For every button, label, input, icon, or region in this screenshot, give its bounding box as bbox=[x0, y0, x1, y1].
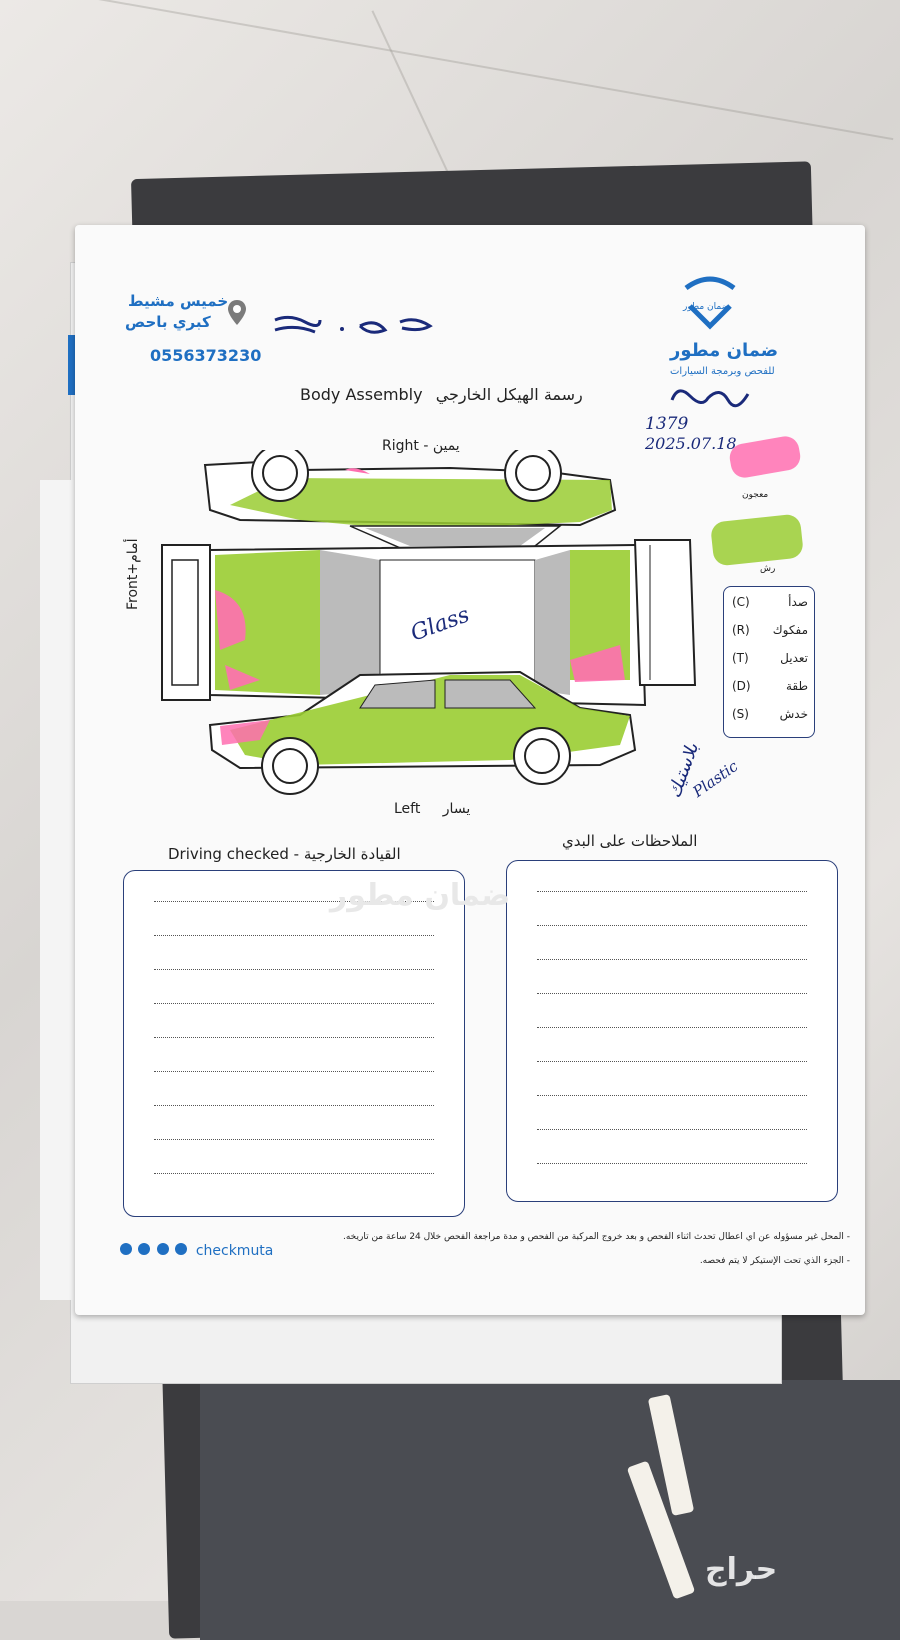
redacted-scribble bbox=[274, 315, 433, 334]
left-label: Left bbox=[394, 801, 421, 817]
instagram-icon bbox=[156, 1243, 169, 1255]
tiktok-icon bbox=[175, 1243, 188, 1255]
form-title-en: Body Assembly bbox=[300, 385, 423, 404]
location-pin-icon bbox=[228, 300, 246, 325]
legend-item: (D) طقة bbox=[732, 679, 808, 693]
form-title-row: Body Assembly رسمة الهيكل الخارجي bbox=[300, 385, 583, 404]
front-label: Front+أمام bbox=[125, 538, 141, 610]
form-title: رسمة الهيكل الخارجي bbox=[435, 385, 583, 404]
clipboard-base bbox=[200, 1380, 900, 1640]
snapchat-icon bbox=[138, 1243, 151, 1255]
form-watermark: ضمان مطور bbox=[330, 878, 511, 913]
company-logo-icon bbox=[684, 276, 736, 330]
footer-brand: checkmuta bbox=[195, 1243, 274, 1259]
signature-scribble bbox=[670, 389, 750, 408]
car-right-side bbox=[203, 450, 617, 551]
car-top-view bbox=[161, 539, 697, 707]
remarks-title: الملاحظات على البدي bbox=[562, 832, 698, 850]
remarks-notes-box[interactable] bbox=[506, 860, 838, 1202]
car-body-diagram bbox=[161, 450, 697, 795]
driving-notes-box[interactable] bbox=[123, 870, 465, 1217]
company-city: خميس مشيط bbox=[128, 292, 229, 310]
company-location: كبري باحص bbox=[125, 313, 211, 331]
legend-item: (T) تعديل bbox=[732, 651, 808, 665]
haraj-watermark: حراج bbox=[705, 1552, 778, 1587]
left-label-row: Left يسار bbox=[394, 801, 470, 817]
company-name: ضمان مطور bbox=[670, 340, 779, 361]
handwritten-date: 2025.07.18 bbox=[645, 434, 737, 453]
driving-title: Driving checked - القيادة الخارجية bbox=[168, 845, 401, 863]
legend-item: (S) خدش bbox=[732, 707, 808, 721]
handwritten-number: 1379 bbox=[645, 414, 689, 434]
right-label: Right - يمين bbox=[382, 438, 460, 454]
logo-small-text: ضمان مطور bbox=[683, 302, 730, 312]
twitter-icon bbox=[120, 1243, 132, 1255]
damage-legend: (C) صدأ (R) مفكوك (T) تعديل (D) طقة (S) … bbox=[723, 586, 815, 738]
marker-green-label: رش bbox=[760, 564, 776, 574]
car-left-side bbox=[208, 670, 637, 795]
marker-pink-label: معجون bbox=[742, 490, 769, 500]
footer-note-1: - المحل غير مسؤوله عن اي اعطال تحدث اثنا… bbox=[343, 1232, 850, 1242]
legend-item: (C) صدأ bbox=[732, 595, 808, 609]
legend-item: (R) مفكوك bbox=[732, 623, 808, 637]
footer-note-2: - الجزء الذي تحت الإستيكر لا يتم فحصه. bbox=[699, 1256, 850, 1266]
footer-brand-row: checkmuta bbox=[120, 1243, 273, 1259]
green-marker-swatch bbox=[709, 513, 805, 567]
company-tagline: للفحص وبرمجة السيارات bbox=[670, 366, 775, 377]
company-phone: 0556373230 bbox=[150, 346, 262, 365]
left-label-ar: يسار bbox=[442, 801, 471, 817]
